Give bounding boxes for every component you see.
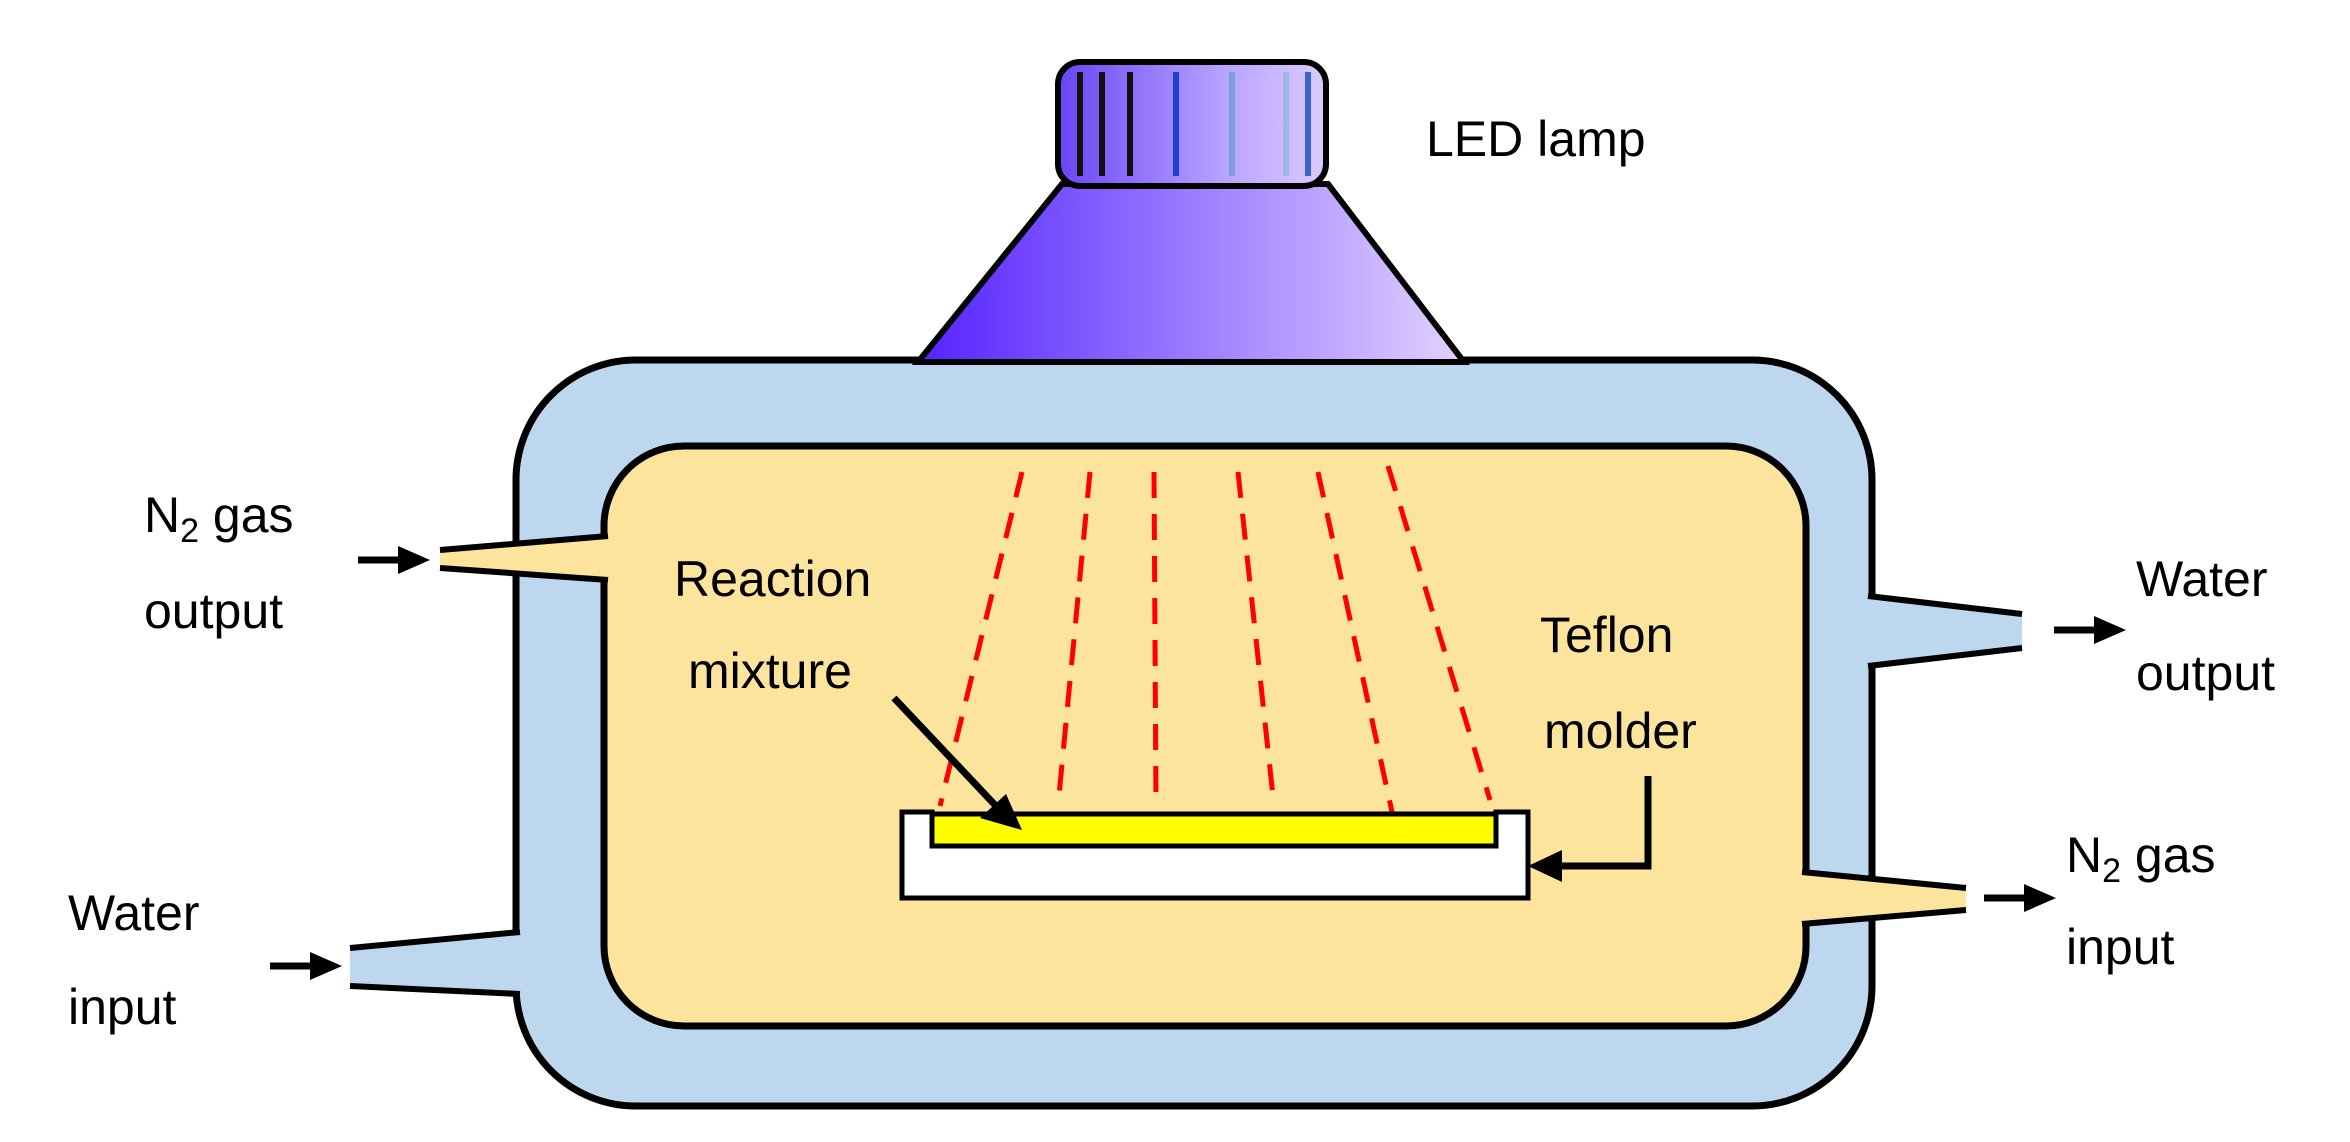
led-lamp-cap [1055,59,1329,189]
n2-gas-input-label-line1: N2 gas [2066,827,2216,890]
n2-gas-input-label-line2: input [2066,919,2175,975]
n2-output-subscript: 2 [180,512,199,550]
n2-gas-output-label-line1: N2 gas [144,487,294,550]
water-input-nozzle [350,932,520,994]
reaction-mixture-label-line1: Reaction [674,551,871,607]
reaction-mixture-arrow [891,695,1022,830]
teflon-molder-label-line2: molder [1544,703,1697,759]
teflon-molder-label-line1: Teflon [1540,607,1673,663]
n2-gas-output-label-line2: output [144,583,283,639]
n2-output-arrow [358,546,430,574]
n2-input-subscript: 2 [2102,852,2121,890]
water-output-label-line2: output [2136,645,2275,701]
led-lamp-label: LED lamp [1426,111,1646,167]
n2-output-gas: gas [199,487,294,543]
water-output-nozzle [1868,596,2022,666]
teflon-molder-arrow [1528,776,1652,882]
reaction-mixture [929,811,1499,849]
water-input-label-line2: input [68,979,177,1035]
n2-output-n: N [144,487,180,543]
light-rays [937,465,1493,813]
reaction-mixture-label-line2: mixture [688,643,852,699]
water-output-label-line1: Water [2136,551,2268,607]
led-lamp-shade [911,181,1471,365]
water-input-label-line1: Water [68,885,200,941]
water-input-arrow [270,952,342,980]
n2-input-arrow [1984,884,2056,912]
n2-input-gas: gas [2121,827,2216,883]
n2-input-n: N [2066,827,2102,883]
water-output-arrow [2054,616,2126,644]
